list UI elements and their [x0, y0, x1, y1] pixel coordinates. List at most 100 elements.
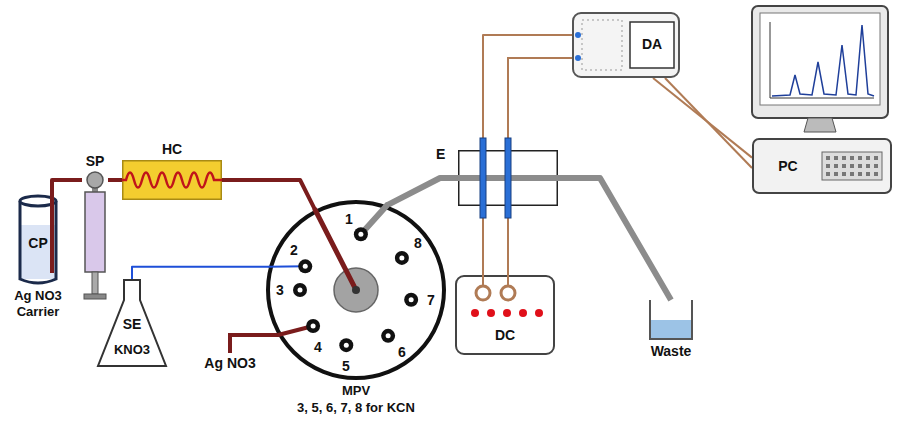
node-outline: [648, 300, 694, 340]
shape-part: [826, 164, 830, 168]
carrier-reservoir: CPAg NO3 Carrier: [18, 195, 58, 285]
shape-part: [850, 172, 854, 176]
shape-part: [858, 172, 862, 176]
node-label: SP: [86, 153, 105, 169]
beaker-outline: [650, 300, 692, 339]
shape-part: [826, 156, 830, 160]
monitor-frame: [752, 6, 888, 118]
tube-connector: [483, 35, 572, 150]
shape-part: [344, 343, 349, 348]
valve-port: [306, 319, 320, 333]
shape-part: [84, 294, 106, 299]
shape-part: [850, 164, 854, 168]
node-outline: [572, 12, 680, 78]
shape-part: [630, 22, 674, 68]
node-label: 3, 5, 6, 7, 8 for KCN: [297, 400, 415, 416]
syringe-pump: SP: [82, 172, 108, 300]
monitor-stand: [804, 118, 836, 132]
syringe-barrel: [85, 192, 105, 272]
monitor-screen: [760, 13, 880, 105]
callout-number: 2: [290, 242, 298, 258]
callout-number: 4: [314, 339, 322, 355]
shape-part: [842, 172, 846, 176]
node-outline: [458, 150, 558, 206]
node-outline: [455, 275, 555, 355]
shape-part: [575, 55, 581, 61]
da-housing: [573, 13, 679, 77]
multi-position-valve: MPV3, 5, 6, 7, 8 for KCN: [266, 200, 446, 380]
node-label: Waste: [651, 343, 692, 359]
indicator-dot: [519, 309, 527, 317]
valve-body: [268, 202, 444, 378]
terminal: [476, 286, 490, 300]
carrier-tube: [50, 195, 54, 273]
callout-number: 3: [276, 282, 284, 298]
node-label: DC: [495, 327, 515, 343]
valve-port: [354, 227, 368, 241]
electrode: [505, 138, 511, 218]
terminal: [501, 286, 515, 300]
dc-source: DC: [455, 275, 555, 355]
chart-peaks: [772, 25, 874, 96]
node-label: CP: [28, 235, 47, 251]
node-outline: [752, 138, 892, 194]
node-label: DA: [642, 36, 662, 52]
node-outline: [266, 200, 446, 380]
indicator-dot: [535, 309, 543, 317]
tube-connector: [132, 267, 269, 280]
shape-part: [874, 156, 878, 160]
data-acquisition: DA: [572, 12, 680, 78]
callout-number: 1: [345, 211, 353, 227]
tube-connector: [558, 178, 671, 300]
shape-part: [874, 164, 878, 168]
callout-number: 7: [427, 292, 435, 308]
valve-port: [404, 293, 418, 307]
valve-port: [293, 283, 307, 297]
shape-part: [834, 172, 838, 176]
electrode: [480, 138, 486, 218]
shape-part: [858, 164, 862, 168]
shape-part: [858, 156, 862, 160]
node-label: PC: [778, 158, 797, 174]
syringe-valve: [87, 172, 103, 188]
indicator-dot: [487, 309, 495, 317]
tube-connector: [387, 178, 458, 205]
tube-connector: [222, 180, 315, 210]
shape-part: [874, 172, 878, 176]
coil: [122, 173, 222, 188]
computer: PC: [752, 138, 892, 194]
shape-part: [866, 172, 870, 176]
node-label: HC: [162, 141, 182, 157]
shape-part: [482, 275, 484, 286]
tube-connector: [108, 178, 122, 182]
callout-number: 8: [414, 235, 422, 251]
node-outline: [122, 160, 222, 200]
shape-part: [352, 286, 360, 294]
shape-part: [866, 164, 870, 168]
shape-part: [399, 255, 404, 260]
valve-port: [298, 259, 312, 273]
signal-wire: [508, 58, 572, 150]
coil-housing: [123, 161, 222, 200]
reagent-tube: [230, 335, 278, 353]
shape-part: [386, 333, 391, 338]
node-label: KNO3: [114, 342, 150, 358]
shape-part: [842, 156, 846, 160]
shape-part: [834, 156, 838, 160]
tube-connector: [52, 180, 82, 195]
shape-part: [850, 156, 854, 160]
valve-port: [339, 338, 353, 352]
callout-number: 6: [398, 344, 406, 360]
callout-number: 5: [342, 358, 350, 374]
waste-beaker: Waste: [648, 300, 694, 340]
shape-part: [298, 288, 303, 293]
shape-part: [21, 225, 55, 279]
flow-cell: E: [458, 150, 558, 206]
pc-case: [753, 139, 891, 193]
shape-part: [575, 32, 581, 38]
shape-part: [651, 320, 691, 338]
shape-part: [866, 156, 870, 160]
shape-part: [358, 232, 363, 237]
sample-flask: SEKNO3: [96, 280, 168, 368]
chart-axis: [770, 22, 874, 98]
